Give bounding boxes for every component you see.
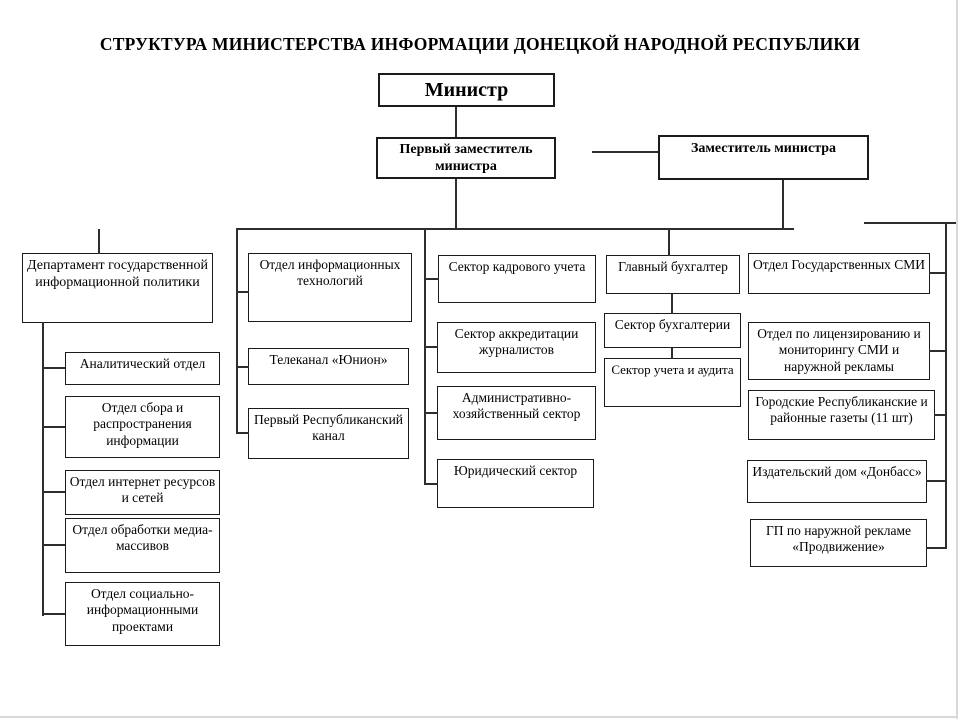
connector-tick-admin [424,412,438,414]
connector-department-stub [98,229,100,254]
licensing-dept-box: Отдел по лицензированию и мониторингу СМ… [748,322,930,380]
connector-tick-donbass [926,480,946,482]
state-media-dept-box: Отдел Государственных СМИ [748,253,930,294]
chief-accountant-box: Главный бухгалтер [606,255,740,294]
connector-deputy-left-stub [592,151,658,153]
hr-sector-box: Сектор кадрового учета [438,255,596,303]
first-republican-channel-box: Первый Республиканский канал [248,408,409,459]
connector-right-branch-rail [864,222,958,224]
union-tv-box: Телеканал «Юнион» [248,348,409,385]
newspapers-box: Городские Республиканские и районные газ… [748,390,935,440]
connector-accountant-chain-1 [671,294,673,314]
info-collection-dept-box: Отдел сбора и распространения информации [65,396,220,458]
connector-tick-internet [42,491,65,493]
connector-col3-rail [424,229,426,485]
connector-tick-analytical [42,367,65,369]
connector-accountant-drop [668,229,670,256]
connector-tick-channel [236,432,249,434]
connector-main-rail [236,228,794,230]
admin-sector-box: Административно-хозяйственный сектор [437,386,596,440]
connector-tick-accreditation [424,346,438,348]
first-deputy-box: Первый заместитель министра [376,137,556,179]
org-chart-title: СТРУКТУРА МИНИСТЕРСТВА ИНФОРМАЦИИ ДОНЕЦК… [99,34,861,54]
connector-accountant-chain-2 [671,348,673,359]
connector-tick-legal [424,483,438,485]
analytical-dept-box: Аналитический отдел [65,352,220,385]
connector-right-rail [945,223,947,549]
deputy-minister-box: Заместитель министра [658,135,869,180]
advertising-gp-box: ГП по наружной рекламе «Продвижение» [750,519,927,567]
page-bottom-edge [0,716,958,718]
connector-tick-social [42,613,65,615]
connector-tick-state-media [929,272,946,274]
connector-tick-collection [42,426,65,428]
connector-col2-rail [236,229,238,434]
donbass-publishing-box: Издательский дом «Донбасс» [747,460,927,503]
connector-minister-to-first-deputy [455,107,457,137]
accounting-sector-box: Сектор бухгалтерии [604,313,741,348]
connector-left-rail [42,322,44,616]
connector-tick-it [236,291,249,293]
minister-box: Министр [378,73,555,107]
connector-tick-licensing [929,350,946,352]
audit-sector-box: Сектор учета и аудита [604,358,741,407]
connector-first-deputy-drop [455,179,457,230]
it-dept-box: Отдел информационных технологий [248,253,412,322]
department-state-policy-box: Департамент государственной информационн… [22,253,213,323]
connector-tick-hr [424,278,439,280]
internet-resources-dept-box: Отдел интернет ресурсов и сетей [65,470,220,515]
accreditation-sector-box: Сектор аккредитации журналистов [437,322,596,373]
connector-deputy-drop [782,180,784,230]
connector-tick-advertising [926,547,946,549]
connector-tick-media [42,544,65,546]
legal-sector-box: Юридический сектор [437,459,594,508]
connector-tick-newspapers [934,414,946,416]
media-processing-dept-box: Отдел обработки медиа-массивов [65,518,220,573]
page-right-edge [956,0,958,719]
social-projects-dept-box: Отдел социально-информационными проектам… [65,582,220,646]
connector-tick-union [236,366,249,368]
